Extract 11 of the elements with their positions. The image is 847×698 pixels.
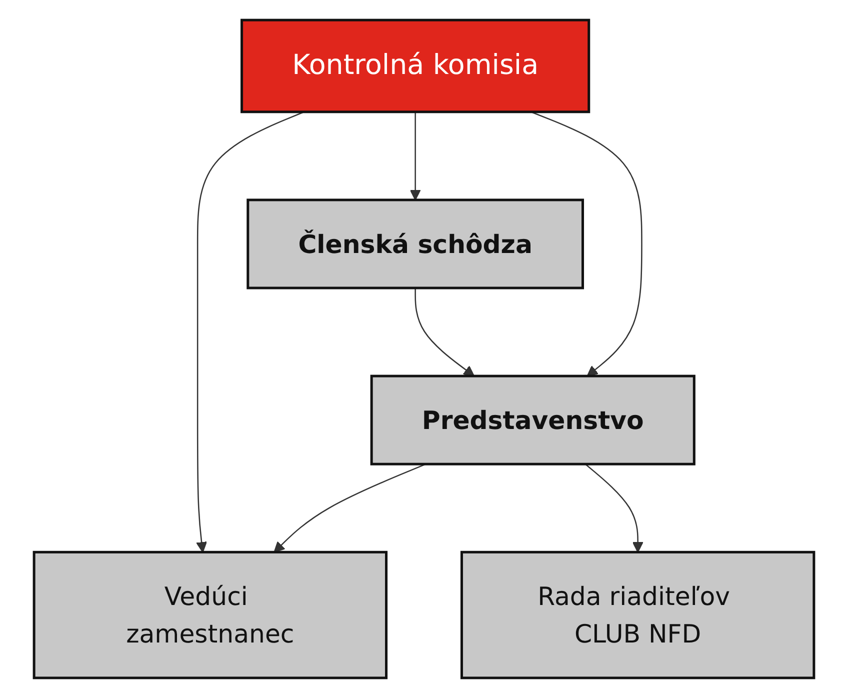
arrow: [273, 464, 426, 553]
arrow: [584, 464, 643, 553]
node-box: Rada riaditeľov CLUB NFD: [460, 550, 815, 680]
arrow: [409, 112, 420, 200]
node-box: Kontrolná komisia: [240, 18, 590, 114]
node-box: Vedúci zamestnanec: [32, 550, 388, 680]
arrow: [530, 111, 642, 377]
arrow: [414, 288, 474, 377]
node-box: Členská schôdza: [246, 198, 584, 290]
node-box: Predstavenstvo: [370, 374, 695, 466]
arrow: [196, 111, 304, 553]
